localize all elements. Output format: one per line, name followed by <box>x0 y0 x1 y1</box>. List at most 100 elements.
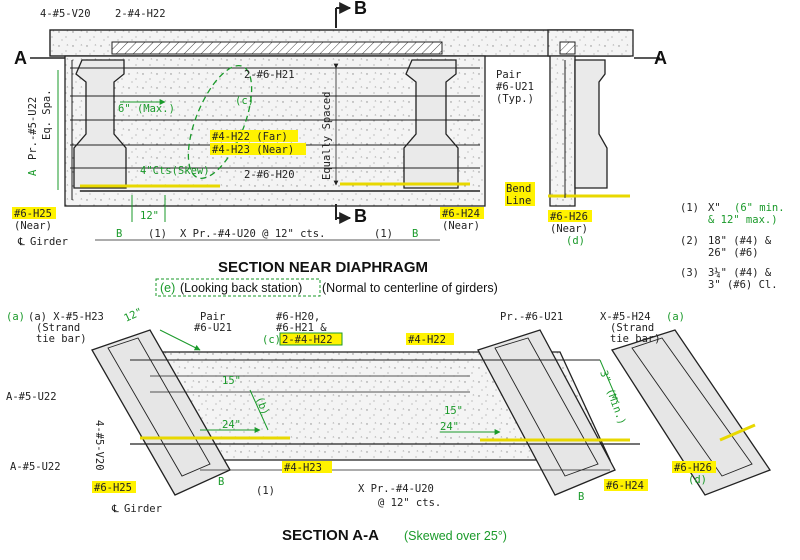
aa-label-c: (c) <box>262 334 281 346</box>
label-bend-1: Bend <box>506 183 531 195</box>
aa-label-h26: #6-H26 <box>674 462 712 474</box>
label-girder: Girder <box>30 236 68 248</box>
aa-label-u20: X Pr.-#4-U20 <box>358 483 434 495</box>
section-near-diaphragm-view <box>30 2 660 241</box>
aa-label-dim24: 24" <box>222 419 241 431</box>
dim-1-left: (1) <box>148 228 167 240</box>
hl-bend <box>505 182 535 194</box>
hl-line <box>505 194 535 206</box>
note-1-green2: & 12" max.) <box>708 214 778 226</box>
label-h25: #6-H25 <box>14 208 52 220</box>
aa-label-strand1: (Strand <box>36 322 80 334</box>
note-3-val2: 3" (#6) Cl. <box>708 279 778 291</box>
aa-label-a-marker: (a) <box>6 311 25 323</box>
aa-label-pair1: Pair <box>200 311 225 323</box>
girder-left <box>73 59 127 189</box>
label-h20: 2-#6-H20 <box>244 169 295 181</box>
subtitle-skewed: (Skewed over 25°) <box>404 529 507 543</box>
note-1-val: X" <box>708 202 721 214</box>
note-2-key: (2) <box>680 235 699 247</box>
hl-h22-far <box>210 130 298 142</box>
aa-label-pair2: #6-U21 <box>194 322 232 334</box>
aa-girder-far-right <box>610 329 771 496</box>
dim-b-right: B <box>412 228 418 240</box>
note-2-val: 18" (#4) & <box>708 235 772 247</box>
note-1-key: (1) <box>680 202 699 214</box>
note-1-green: (6" min. <box>734 202 785 214</box>
aa-label-a-right: (a) <box>666 311 685 323</box>
title-section-aa: SECTION A-A <box>282 527 379 544</box>
label-h24: #6-H24 <box>442 208 480 220</box>
label-h26: #6-H26 <box>550 211 588 223</box>
hl-h25 <box>12 207 56 219</box>
aa-label-h22-box: 2-#4-H22 <box>282 334 333 346</box>
label-h26-near: (Near) <box>550 223 588 235</box>
aa-label-b-dim: B <box>218 476 224 488</box>
label-u20: X Pr.-#4-U20 @ 12" cts. <box>180 228 325 240</box>
label-h24-near: (Near) <box>442 220 480 232</box>
aa-label-u22-a: A-#5-U22 <box>6 391 57 403</box>
dim-1-right: (1) <box>374 228 393 240</box>
aa-label-dim-1: (1) <box>256 485 275 497</box>
label-dim12: 12" <box>140 210 159 222</box>
marker-e: (e) <box>160 281 175 295</box>
aa-girder-symbol: ℄ <box>111 503 119 515</box>
subtitle-box <box>155 278 321 297</box>
label-h22-far: #4-H22 (Far) <box>212 131 288 143</box>
note-2-val2: 26" (#6) <box>708 247 759 259</box>
aa-label-h25: #6-H25 <box>94 482 132 494</box>
side-view-girder <box>574 59 608 189</box>
cut-b-bottom: B <box>354 206 367 226</box>
aa-label-b-dim-right: B <box>578 491 584 503</box>
title-section-near-diaphragm: SECTION NEAR DIAPHRAGM <box>218 259 428 276</box>
label-equally-spaced: Equally Spaced <box>321 91 333 180</box>
aa-label-d: (d) <box>688 474 707 486</box>
aa-label-dim12: 12" <box>122 306 144 325</box>
aa-hl-h23 <box>282 461 332 473</box>
aa-label-dim15: 15" <box>222 375 241 387</box>
note-3-val: 3¼" (#4) & <box>708 267 772 279</box>
aa-label-girder: Girder <box>124 503 162 515</box>
aa-hl-h26 <box>672 461 716 473</box>
hl-h26 <box>548 210 592 222</box>
label-h22-top: 2-#4-H22 <box>115 8 166 20</box>
aa-label-h21: #6-H21 & <box>276 322 327 334</box>
label-h25-near: (Near) <box>14 220 52 232</box>
label-pair-3: (Typ.) <box>496 93 534 105</box>
aa-label-h20: #6-H20, <box>276 311 320 323</box>
aa-label-pr-u21: Pr.-#6-U21 <box>500 311 563 323</box>
subtitle-normal: (Normal to centerline of girders) <box>322 281 498 295</box>
aa-label-h23: #4-H23 <box>284 462 322 474</box>
notes: (1) X" (6" min. & 12" max.) (2) 18" (#4)… <box>680 202 785 291</box>
label-eq-spa: Eq. Spa. <box>41 89 53 140</box>
hl-h23-near <box>210 143 306 155</box>
aa-hl-h24 <box>604 479 648 491</box>
cut-b-top: B <box>354 0 367 18</box>
aa-label-cts: @ 12" cts. <box>378 497 441 509</box>
aa-label-h23-strand: (a) X-#5-H23 <box>28 311 104 323</box>
aa-girder-right <box>477 329 616 496</box>
subtitle-looking-back: (Looking back station) <box>180 281 302 295</box>
aa-label-strand2: tie bar) <box>36 333 87 345</box>
aa-label-dim24r: 24" <box>440 421 459 433</box>
section-aa-view <box>91 329 771 496</box>
aa-label-v20: 4-#5-V20 <box>93 420 105 471</box>
hl-h24 <box>440 207 484 219</box>
aa-label-h24-strand: X-#5-H24 <box>600 311 651 323</box>
label-d: (d) <box>566 235 585 247</box>
label-c: (c) <box>235 95 254 107</box>
aa-label-min3: 3" (Min.) <box>597 369 628 427</box>
label-v20: 4-#5-V20 <box>40 8 91 20</box>
label-max6: 6" (Max.) <box>118 103 175 115</box>
section-a-left: A <box>14 48 27 68</box>
haunch-pad <box>111 41 443 55</box>
aa-label-u22-b: A-#5-U22 <box>10 461 61 473</box>
label-pair-2: #6-U21 <box>496 81 534 93</box>
label-h21: 2-#6-H21 <box>244 69 295 81</box>
aa-hl-h22 <box>406 333 454 345</box>
aa-label-h24: #6-H24 <box>606 480 644 492</box>
girder-right <box>403 59 459 189</box>
section-a-right: A <box>654 48 667 68</box>
label-pair-1: Pair <box>496 69 521 81</box>
